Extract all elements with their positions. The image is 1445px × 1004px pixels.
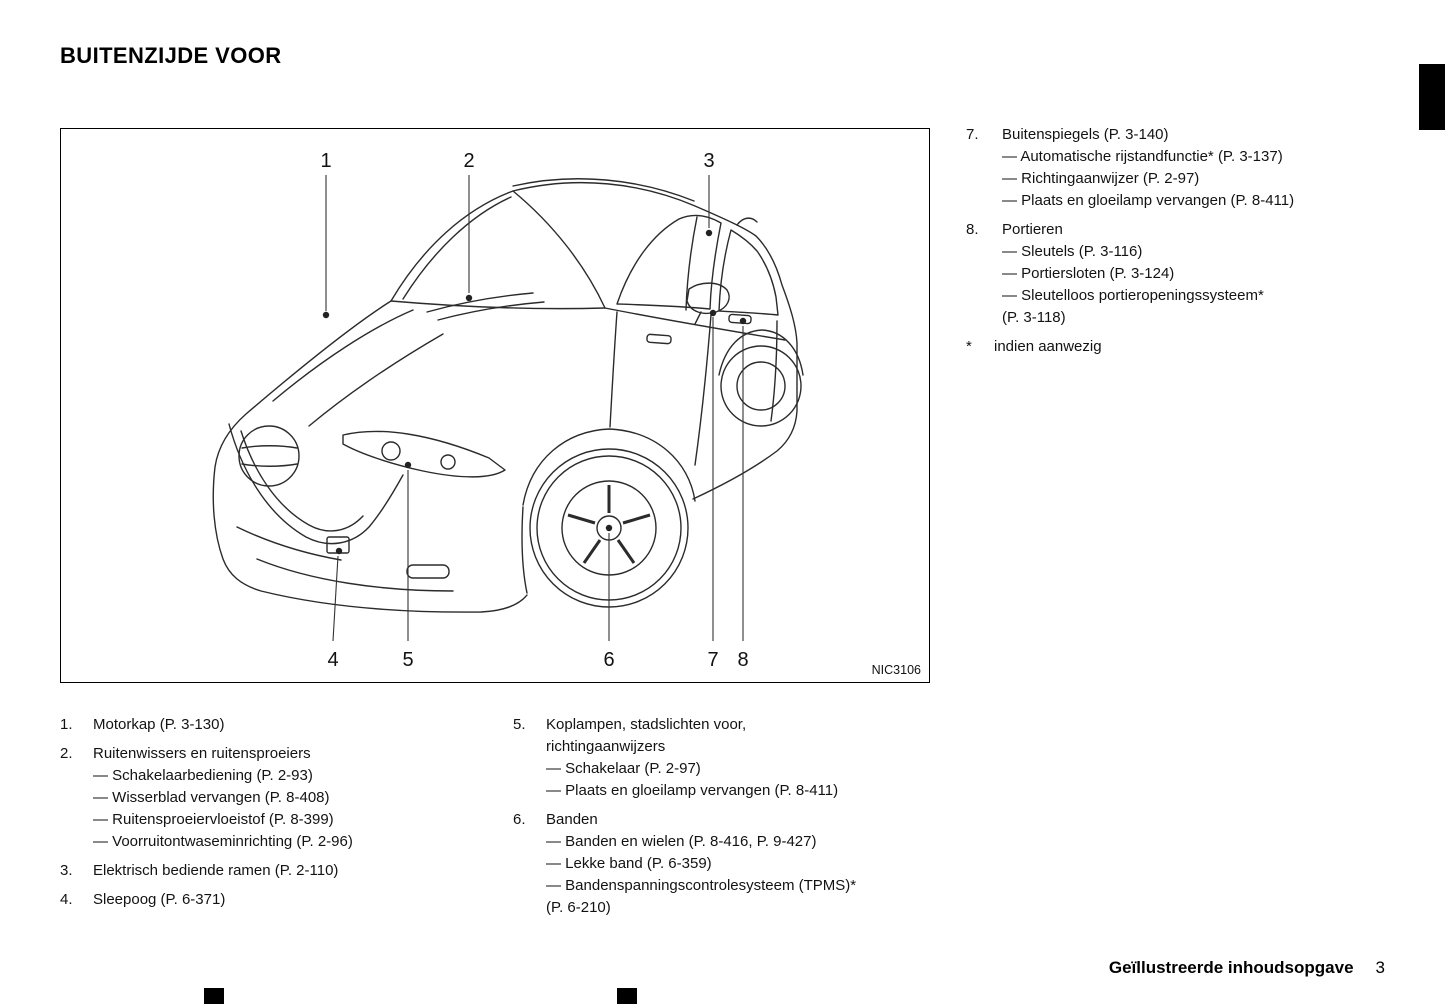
item-number: 7. — [966, 126, 979, 143]
print-mark — [617, 988, 637, 1004]
item-sub: — Ruitensproeiervloeistof (P. 8-399) — [93, 811, 334, 828]
list-item-7: 7. Buitenspiegels (P. 3-140) — Automatis… — [966, 124, 1411, 212]
grille — [228, 423, 404, 545]
car-roofline — [390, 181, 798, 500]
item-sub: — Richtingaanwijzer (P. 2-97) — [1002, 170, 1200, 187]
item-sub: — Automatische rijstandfunctie* (P. 3-13… — [1002, 148, 1283, 165]
callout-number-2: 2 — [463, 150, 474, 172]
footer-chapter-label: Geïllustreerde inhoudsopgave — [1108, 958, 1354, 977]
callout-number-3: 3 — [703, 150, 714, 172]
rear-wheel-arch — [718, 329, 804, 376]
exterior-front-figure: 1 2 3 4 5 6 7 8 NIC3106 — [60, 128, 930, 683]
figure-code: NIC3106 — [871, 663, 921, 677]
item-sub: — Lekke band (P. 6-359) — [546, 855, 712, 872]
print-mark — [204, 988, 224, 1004]
hood-creases — [272, 309, 444, 427]
door-seams — [609, 311, 778, 466]
wheel-spokes — [567, 485, 651, 564]
item-number: 3. — [60, 862, 73, 879]
roof-rail — [512, 178, 695, 202]
list-item-2: 2. Ruitenwissers en ruitensproeiers — Sc… — [60, 743, 490, 853]
page-footer: Geïllustreerde inhoudsopgave 3 — [1109, 958, 1385, 978]
item-number: 5. — [513, 716, 526, 733]
item-title: Sleepoog (P. 6-371) — [93, 891, 226, 908]
page-number: 3 — [1375, 958, 1385, 977]
item-title: Koplampen, stadslichten voor, richtingaa… — [546, 716, 747, 755]
item-sub: — Schakelaar (P. 2-97) — [546, 760, 701, 777]
callout-number-5: 5 — [402, 649, 413, 671]
item-sub: — Plaats en gloeilamp vervangen (P. 8-41… — [1002, 192, 1295, 209]
item-sub: — Voorruitontwaseminrichting (P. 2-96) — [93, 833, 353, 850]
item-sub: — Banden en wielen (P. 8-416, P. 9-427) — [546, 833, 817, 850]
item-number: 4. — [60, 891, 73, 908]
nissan-badge-bar — [241, 445, 298, 467]
item-title: Banden — [546, 811, 598, 828]
antenna — [736, 217, 758, 226]
item-title: Motorkap (P. 3-130) — [93, 716, 225, 733]
list-item-1: 1. Motorkap (P. 3-130) — [60, 714, 490, 736]
list-item-4: 4. Sleepoog (P. 6-371) — [60, 889, 490, 911]
side-mirror — [686, 282, 730, 325]
item-title: Portieren — [1002, 221, 1063, 238]
item-title: Elektrisch bediende ramen (P. 2-110) — [93, 862, 339, 879]
page-title: BUITENZIJDE VOOR — [60, 42, 282, 68]
callout-lines — [325, 175, 744, 642]
item-title: Ruitenwissers en ruitensproeiers — [93, 745, 311, 762]
front-door-handle — [646, 333, 672, 345]
car-front-body — [212, 300, 528, 613]
callout-number-1: 1 — [320, 150, 331, 172]
callout-number-7: 7 — [707, 649, 718, 671]
headlight — [342, 430, 506, 478]
callout-dots — [322, 229, 747, 555]
footnote: * indien aanwezig — [966, 336, 1411, 358]
beltline — [604, 307, 786, 341]
headlight-projector — [440, 454, 456, 470]
windshield-inner-edge — [402, 196, 512, 300]
callout-number-8: 8 — [737, 649, 748, 671]
rear-door-handle — [728, 313, 752, 325]
item-title: Buitenspiegels (P. 3-140) — [1002, 126, 1169, 143]
front-wheel-arch — [522, 428, 696, 506]
item-sub: — Sleutels (P. 3-116) — [1002, 243, 1143, 260]
chapter-tab-marker — [1419, 64, 1445, 130]
footnote-marker: * — [966, 338, 972, 355]
callout-numbers: 1 2 3 4 5 6 7 8 — [320, 150, 748, 671]
parts-list-bottom-left: 1. Motorkap (P. 3-130) 2. Ruitenwissers … — [60, 714, 490, 918]
item-number: 8. — [966, 221, 979, 238]
front-bumper-lines — [236, 526, 454, 592]
callout-number-6: 6 — [603, 649, 614, 671]
item-sub: — Portiersloten (P. 3-124) — [1002, 265, 1175, 282]
bumper-wheel-edge — [521, 506, 528, 594]
item-sub: — Sleutelloos portieropeningssysteem* (P… — [1002, 287, 1264, 326]
footnote-text: indien aanwezig — [994, 338, 1102, 355]
rear-wheel — [720, 345, 802, 427]
wiper-blades — [426, 292, 545, 321]
parts-list-bottom-right: 5. Koplampen, stadslichten voor, richtin… — [513, 714, 968, 926]
list-item-3: 3. Elektrisch bediende ramen (P. 2-110) — [60, 860, 490, 882]
item-sub: — Wisserblad vervangen (P. 8-408) — [93, 789, 330, 806]
parts-list-right: 7. Buitenspiegels (P. 3-140) — Automatis… — [966, 124, 1411, 358]
item-sub: — Plaats en gloeilamp vervangen (P. 8-41… — [546, 782, 839, 799]
car-illustration: 1 2 3 4 5 6 7 8 — [212, 150, 804, 671]
item-sub: — Bandenspanningscontrolesysteem (TPMS)*… — [546, 877, 857, 916]
list-item-8: 8. Portieren — Sleutels (P. 3-116) — Por… — [966, 219, 1411, 329]
item-sub: — Schakelaarbediening (P. 2-93) — [93, 767, 313, 784]
item-number: 1. — [60, 716, 73, 733]
list-item-5: 5. Koplampen, stadslichten voor, richtin… — [513, 714, 968, 802]
nissan-badge — [238, 425, 300, 487]
rear-quarter-window — [718, 229, 779, 316]
fog-light — [406, 564, 450, 579]
list-item-6: 6. Banden — Banden en wielen (P. 8-416, … — [513, 809, 968, 919]
callout-number-4: 4 — [327, 649, 338, 671]
a-pillar — [512, 190, 606, 309]
front-door-window — [616, 214, 722, 310]
item-number: 6. — [513, 811, 526, 828]
item-number: 2. — [60, 745, 73, 762]
headlight-projector — [381, 441, 401, 461]
